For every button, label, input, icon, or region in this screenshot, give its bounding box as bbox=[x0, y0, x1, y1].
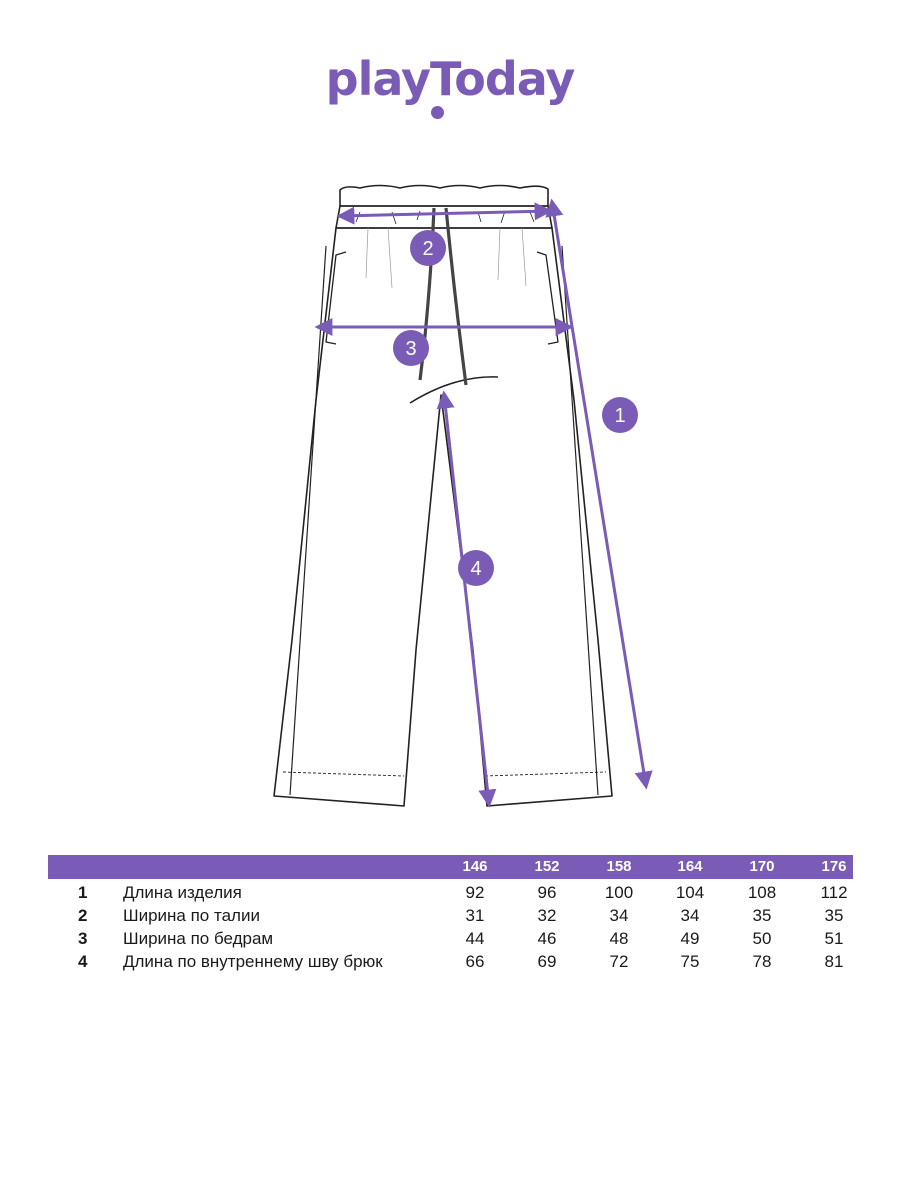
row-label: Ширина по талии bbox=[123, 906, 260, 925]
pants-technical-sketch: 1 2 3 4 bbox=[273, 184, 653, 808]
row-value: 44 bbox=[465, 929, 485, 948]
marker-badge-2: 2 bbox=[410, 230, 446, 266]
row-value: 49 bbox=[680, 929, 700, 948]
marker-badge-2-label: 2 bbox=[422, 238, 433, 260]
row-value: 112 bbox=[820, 883, 848, 902]
marker-badge-1-label: 1 bbox=[614, 405, 625, 427]
logo-dot bbox=[431, 106, 444, 119]
size-header-176: 176 bbox=[821, 858, 847, 875]
table-row: 4 Длина по внутреннему шву брюк 66 69 72… bbox=[48, 950, 853, 973]
row-value: 46 bbox=[537, 929, 557, 948]
row-number: 2 bbox=[78, 906, 88, 925]
inseam-length-line bbox=[436, 390, 497, 808]
marker-badge-1: 1 bbox=[602, 397, 638, 433]
size-header-170: 170 bbox=[749, 858, 775, 875]
row-value: 72 bbox=[609, 952, 629, 971]
total-length-line bbox=[545, 198, 653, 790]
measurement-lines bbox=[314, 198, 653, 808]
size-table: 146 152 158 164 170 176 1 Длина изделия … bbox=[48, 855, 853, 973]
logo-text: playToday bbox=[325, 52, 576, 106]
row-number: 3 bbox=[78, 929, 88, 948]
row-label: Длина по внутреннему шву брюк bbox=[123, 952, 383, 971]
row-value: 81 bbox=[824, 952, 844, 971]
row-value: 78 bbox=[752, 952, 772, 971]
row-value: 96 bbox=[537, 883, 557, 902]
row-value: 35 bbox=[824, 906, 844, 925]
marker-badge-3-label: 3 bbox=[405, 338, 416, 360]
marker-badge-4: 4 bbox=[458, 550, 494, 586]
table-row: 3 Ширина по бедрам 44 46 48 49 50 51 bbox=[48, 927, 853, 950]
row-value: 104 bbox=[675, 883, 705, 902]
row-number: 1 bbox=[78, 883, 88, 902]
row-value: 51 bbox=[824, 929, 844, 948]
table-row: 2 Ширина по талии 31 32 34 34 35 35 bbox=[48, 904, 853, 927]
row-number: 4 bbox=[78, 952, 88, 971]
size-header-164: 164 bbox=[677, 858, 703, 875]
row-value: 48 bbox=[609, 929, 629, 948]
row-value: 35 bbox=[752, 906, 772, 925]
marker-badge-4-label: 4 bbox=[470, 558, 481, 580]
row-value: 108 bbox=[747, 883, 777, 902]
marker-badge-3: 3 bbox=[393, 330, 429, 366]
row-value: 75 bbox=[680, 952, 700, 971]
row-value: 50 bbox=[752, 929, 772, 948]
size-header-146: 146 bbox=[462, 858, 488, 875]
size-header-158: 158 bbox=[606, 858, 632, 875]
size-header-152: 152 bbox=[534, 858, 560, 875]
row-value: 34 bbox=[609, 906, 629, 925]
size-table-header: 146 152 158 164 170 176 bbox=[48, 855, 853, 879]
row-value: 66 bbox=[465, 952, 485, 971]
row-value: 34 bbox=[680, 906, 700, 925]
table-row: 1 Длина изделия 92 96 100 104 108 112 bbox=[48, 881, 853, 904]
pants-outline bbox=[273, 184, 613, 807]
row-value: 100 bbox=[604, 883, 634, 902]
row-value: 32 bbox=[537, 906, 557, 925]
row-value: 92 bbox=[465, 883, 485, 902]
row-value: 69 bbox=[537, 952, 557, 971]
row-value: 31 bbox=[465, 906, 485, 925]
waist-width-line bbox=[336, 202, 553, 225]
brand-logo: playToday bbox=[0, 52, 900, 106]
row-label: Длина изделия bbox=[123, 883, 242, 902]
row-label: Ширина по бедрам bbox=[123, 929, 274, 948]
